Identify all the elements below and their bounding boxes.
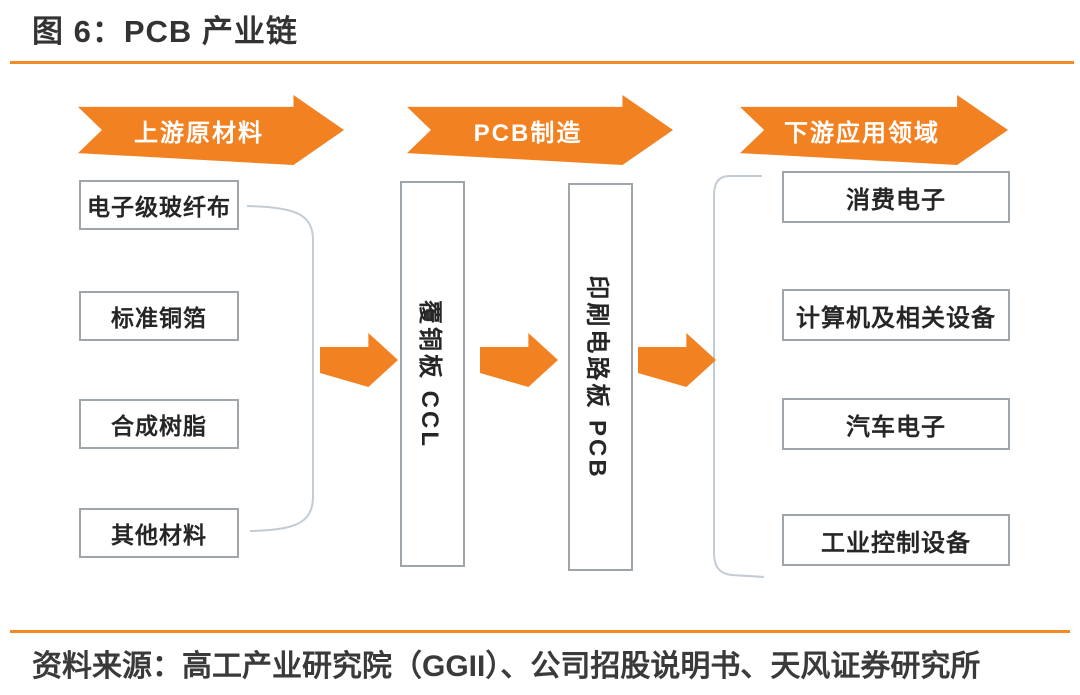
- banner-pcb-manufacturing: PCB制造: [407, 95, 673, 165]
- figure-title: 图 6：PCB 产业链: [32, 14, 298, 49]
- arrow-pcb-to-downstream-icon: [638, 333, 716, 387]
- source-attribution: 资料来源：高工产业研究院（GGII）、公司招股说明书、天风证券研究所: [32, 650, 981, 683]
- node-synthetic-resin: 合成树脂: [79, 399, 239, 449]
- node-other-materials: 其他材料: [79, 508, 239, 558]
- source-divider-rule: [10, 630, 1070, 633]
- banner-pcb-manufacturing-label: PCB制造: [473, 119, 583, 147]
- node-consumer-electronics: 消费电子: [782, 171, 1010, 223]
- node-standard-copper-foil: 标准铜箔: [79, 291, 239, 341]
- right-bracket-connector: [713, 175, 765, 578]
- node-automotive-electronics: 汽车电子: [782, 398, 1010, 450]
- banner-upstream: 上游原材料: [78, 95, 344, 165]
- node-copper-clad-laminate: 覆铜板 CCL: [400, 181, 465, 567]
- left-bracket-connector: [246, 205, 314, 532]
- node-computers-related-equipment: 计算机及相关设备: [782, 289, 1010, 341]
- banner-upstream-label: 上游原材料: [134, 119, 264, 147]
- banner-downstream: 下游应用领域: [740, 95, 1008, 165]
- title-divider-rule: [10, 61, 1074, 64]
- node-copper-clad-laminate-label: 覆铜板 CCL: [416, 299, 443, 449]
- arrow-ccl-to-pcb-icon: [480, 333, 558, 387]
- banner-downstream-label: 下游应用领域: [784, 119, 940, 147]
- node-printed-circuit-board-label: 印刷电路板 PCB: [584, 274, 611, 480]
- node-industrial-control-equipment: 工业控制设备: [782, 514, 1010, 566]
- node-fiberglass-cloth: 电子级玻纤布: [79, 180, 239, 230]
- node-printed-circuit-board: 印刷电路板 PCB: [568, 183, 633, 571]
- arrow-upstream-to-ccl-icon: [320, 333, 398, 387]
